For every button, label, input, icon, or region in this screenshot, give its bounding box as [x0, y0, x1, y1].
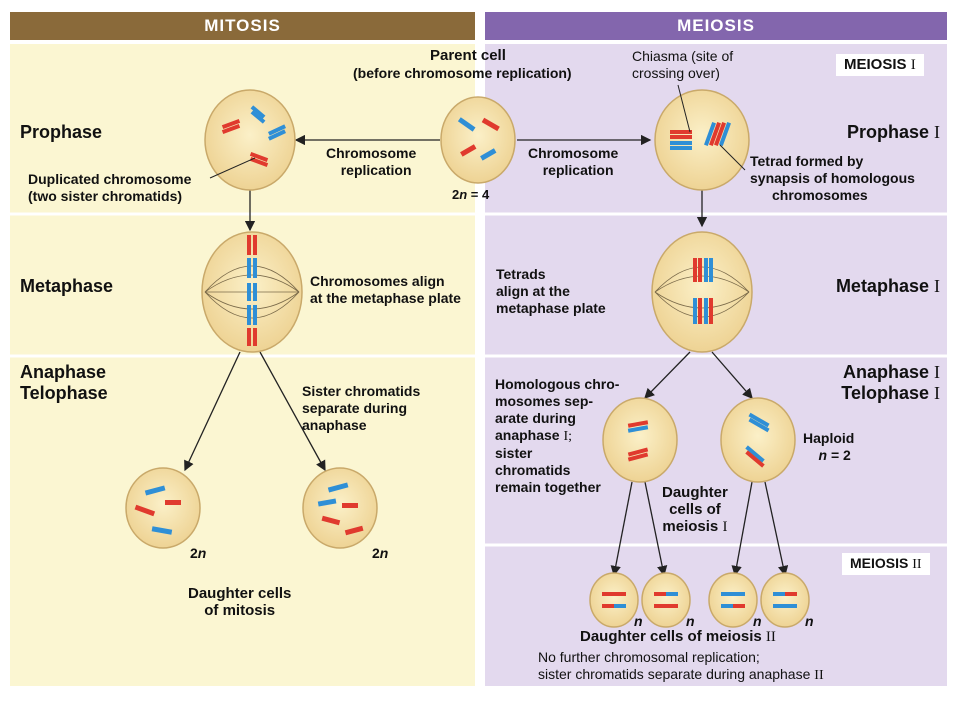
- n-label-1: n: [634, 613, 643, 629]
- meiosis-ii-daughter-cells: [589, 572, 810, 628]
- n-label-2: n: [686, 613, 695, 629]
- duplicated-chromosome-label: Duplicated chromosome(two sister chromat…: [28, 171, 192, 204]
- no-further-replication-label: No further chromosomal replication; sist…: [538, 649, 824, 683]
- arrows: [184, 134, 789, 577]
- n-label-4: n: [805, 613, 814, 629]
- meiosis-ii-tag: MEIOSIS II: [842, 553, 930, 575]
- mitosis-daughter-ploidy-left: 2n: [190, 545, 207, 561]
- meiosis-ii-cell-1: [589, 572, 639, 628]
- meiosis-i-daughter-cell-left: [602, 397, 678, 483]
- metaphase-i-label: Metaphase I: [835, 276, 940, 296]
- mitosis-metaphase-cell: [201, 231, 303, 353]
- n-label-3: n: [753, 613, 762, 629]
- mitosis-daughter-ploidy-right: 2n: [372, 545, 389, 561]
- meiosis-header: MEIOSIS: [485, 12, 947, 40]
- parent-cell-subtitle: (before chromosome replication): [353, 65, 572, 81]
- homologous-label: Homologous chro-mosomes sep-arate during…: [495, 376, 620, 495]
- pointer-lines: [209, 84, 746, 179]
- mitosis-prophase-cell: [204, 89, 296, 191]
- meiosis-metaphase-i-cell: [651, 231, 753, 353]
- meiosis-i-tag: MEIOSIS I: [836, 54, 924, 76]
- meiosis-ii-cell-4: [760, 572, 810, 628]
- meiosis-ii-cell-3: [708, 572, 758, 628]
- mitosis-daughter-cell-right: [302, 467, 378, 549]
- metaphase-label: Metaphase: [20, 276, 114, 296]
- meiosis-prophase-i-cell: [654, 89, 750, 191]
- parent-ploidy: 2n = 4: [452, 187, 490, 202]
- meiosis-ii-cell-2: [641, 572, 691, 628]
- anaphase-telophase-i-label: Anaphase I Telophase I: [841, 362, 940, 403]
- mitosis-daughter-cell-left: [125, 467, 201, 549]
- mitosis-header: MITOSIS: [10, 12, 475, 40]
- parent-cell-title: Parent cell: [430, 47, 506, 64]
- prophase-label: Prophase: [20, 122, 103, 142]
- daughter-cells-meiosis-ii-label: Daughter cells of meiosis II: [580, 628, 776, 645]
- parent-cell: [440, 96, 516, 184]
- meiosis-i-daughter-cell-right: [720, 397, 796, 483]
- prophase-i-label: Prophase I: [846, 122, 940, 142]
